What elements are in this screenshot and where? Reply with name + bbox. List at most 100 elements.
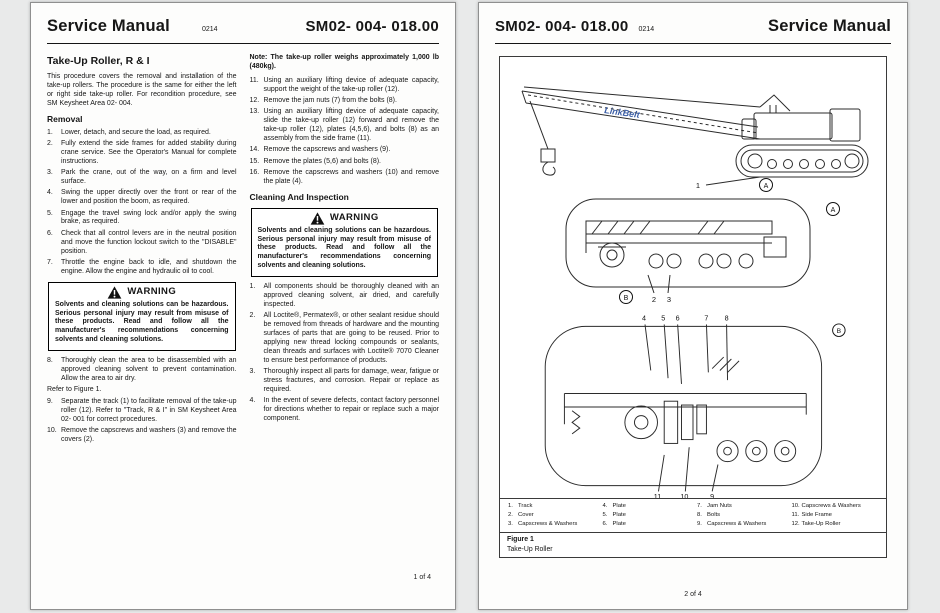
step-text: Thoroughly inspect all parts for damage,… [263, 367, 440, 393]
legend-item: 11.Side Frame [792, 511, 879, 520]
figure-caption-number: Figure 1 [507, 536, 534, 544]
figure-1-frame: LinkBelt 1 A [499, 56, 887, 558]
step-text: Check that all control levers are in the… [61, 229, 237, 255]
callout-A: A [764, 183, 769, 190]
step-number: 4. [47, 189, 53, 197]
figure-caption-title: Take-Up Roller [507, 545, 553, 553]
step-item: 1. All components should be thoroughly c… [250, 283, 440, 310]
step-text: All components should be thoroughly clea… [263, 283, 440, 308]
step-item: 13. Using an auxiliary lifting device of… [250, 108, 440, 144]
callout-2: 2 [652, 295, 656, 304]
warning-triangle-icon [310, 212, 325, 225]
step-text: Fully extend the side frames for added s… [61, 139, 237, 165]
legend-item-name: Plate [612, 502, 626, 509]
callout-7: 7 [704, 314, 708, 323]
step-item: 15. Remove the plates (5,6) and bolts (8… [250, 158, 440, 167]
callout-B: B [624, 295, 629, 302]
callout-1: 1 [696, 181, 700, 190]
step-item: 5. Engage the travel swing lock and/or a… [47, 210, 237, 228]
step-number: 6. [47, 229, 53, 237]
legend-item: 5.Plate [603, 511, 690, 520]
step-text: Throttle the engine back to idle, and sh… [61, 258, 237, 275]
step-item: 2. Fully extend the side frames for adde… [47, 140, 237, 167]
step-text: Engage the travel swing lock and/or appl… [61, 209, 237, 226]
warning-box-2: WARNING Solvents and cleaning solutions … [250, 207, 438, 278]
header-rule [495, 43, 891, 44]
step-item: 11. Using an auxiliary lifting device of… [250, 77, 440, 95]
step-number: 7. [47, 258, 53, 266]
step-text: Separate the track (1) to facilitate rem… [61, 398, 237, 423]
callout-4: 4 [642, 314, 646, 323]
column-left: Take-Up Roller, R & I This procedure cov… [47, 53, 237, 447]
page-1-header: Service Manual 0214 SM02- 004- 018.00 [31, 3, 455, 40]
legend-item: 1.Track [508, 502, 595, 511]
step-text: Lower, detach, and secure the load, as r… [61, 128, 211, 136]
legend-item-number: 10. [791, 502, 800, 509]
note-text: The take-up roller weighs approximately … [249, 54, 440, 70]
column-right: Note: The take-up roller weighs approxim… [250, 53, 440, 447]
callout-B-balloon: B [832, 323, 846, 337]
step-text: Remove the capscrews and washers (3) and… [61, 427, 237, 444]
legend-item: 4.Plate [603, 502, 690, 511]
callout-6: 6 [676, 314, 680, 323]
warning-text: Solvents and cleaning solutions can be h… [257, 226, 432, 270]
legend-item-number: 9. [697, 521, 702, 528]
figure-caption: Figure 1 Take-Up Roller [500, 532, 886, 557]
warning-header: WARNING [258, 212, 432, 225]
warning-label: WARNING [329, 212, 379, 224]
intro-paragraph: This procedure covers the removal and in… [47, 73, 237, 107]
warning-box-1: WARNING Solvents and cleaning solutions … [48, 281, 236, 352]
legend-item: 7.Jam Nuts [697, 502, 784, 511]
revision-code: 0214 [638, 26, 655, 33]
step-text: Using an auxiliary lifting device of ade… [263, 108, 440, 142]
step-item: 10. Remove the capscrews and washers (3)… [47, 427, 237, 445]
cleaning-heading: Cleaning And Inspection [249, 191, 349, 202]
step-number: 1. [47, 128, 53, 136]
step-item: 9. Separate the track (1) to facilitate … [47, 398, 237, 425]
step-number: 10. [47, 427, 57, 435]
step-number: 16. [249, 169, 260, 177]
step-item: 4. Swing the upper directly over the fro… [47, 189, 237, 207]
legend-item: 6.Plate [603, 520, 690, 529]
legend-item-number: 8. [697, 512, 702, 519]
callout-A-balloon: A [759, 178, 773, 192]
cleaning-steps: 1. All components should be thoroughly c… [250, 283, 440, 424]
step-text: Remove the plates (5,6) and bolts (8). [263, 157, 382, 165]
steps-11-16: 11. Using an auxiliary lifting device of… [250, 77, 440, 187]
crane-side-view-drawing: LinkBelt 1 A [521, 86, 869, 192]
step-item: 14. Remove the capscrews and washers (9)… [250, 146, 440, 155]
page-1-number: 1 of 4 [413, 574, 431, 581]
step-number: 5. [47, 209, 53, 217]
note-label: Note: [249, 54, 268, 61]
callout-B-balloon: B [619, 290, 633, 304]
legend-item-number: 1. [508, 502, 513, 509]
legend-item-name: Side Frame [801, 512, 832, 519]
callout-A: A [831, 207, 836, 214]
step-item: 16. Remove the capscrews and washers (10… [250, 169, 440, 187]
step-item: 3. Thoroughly inspect all parts for dama… [250, 368, 440, 395]
legend-item-name: Capscrews & Washers [801, 502, 861, 509]
callout-10: 10 [680, 492, 688, 498]
header-rule [47, 43, 439, 44]
step-text: All Loctite®, Permatex®, or other sealan… [263, 312, 440, 364]
revision-code: 0214 [201, 26, 218, 33]
legend-item-number: 3. [508, 521, 513, 528]
step-item: 2. All Loctite®, Permatex®, or other sea… [250, 312, 440, 365]
refer-to-figure-note: Refer to Figure 1. [47, 386, 102, 394]
step-item: 3. Park the crane, out of the way, on a … [47, 169, 237, 187]
legend-item-name: Plate [612, 521, 626, 528]
warning-header: WARNING [55, 286, 229, 299]
page-title: Service Manual [768, 17, 891, 35]
removal-steps: 1. Lower, detach, and secure the load, a… [47, 129, 237, 277]
legend-item: 12.Take-Up Roller [792, 520, 879, 529]
callout-5: 5 [661, 314, 665, 323]
legend-item: 9.Capscrews & Washers [697, 520, 784, 529]
step-number: 15. [249, 157, 260, 165]
legend-item-number: 12. [791, 521, 800, 528]
side-frame-detail-drawing: A B 2 3 [565, 198, 840, 304]
step-text: Remove the capscrews and washers (10) an… [263, 169, 440, 185]
step-number: 11. [249, 76, 259, 84]
legend-item: 2.Cover [508, 511, 595, 520]
step-text: Using an auxiliary lifting device of ade… [263, 76, 440, 93]
step-number: 12. [249, 97, 260, 104]
